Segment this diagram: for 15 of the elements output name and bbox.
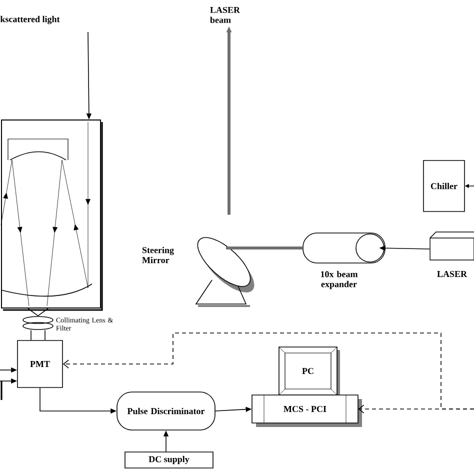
telescope-drawing: [0, 120, 103, 311]
connector-line: [28, 308, 48, 316]
pmt-box: PMT: [17, 340, 63, 388]
chiller-box: Chiller: [423, 160, 465, 212]
dashed-arrow: [62, 332, 474, 410]
caption-text: kscattered light: [0, 16, 60, 24]
laser-label: LASER: [437, 270, 468, 278]
expander-label: 10x beam expander: [320, 270, 358, 290]
mirror-label: Steering Mirror: [142, 246, 174, 264]
discriminator-box: Pulse Discriminator: [116, 392, 216, 430]
beam-label: LASER beam: [210, 6, 240, 24]
supply-box: DC supply: [124, 452, 214, 468]
card-box: MCS - PCI: [252, 394, 362, 427]
connector-line: [30, 330, 46, 340]
monitor-drawing: PC: [278, 346, 340, 398]
